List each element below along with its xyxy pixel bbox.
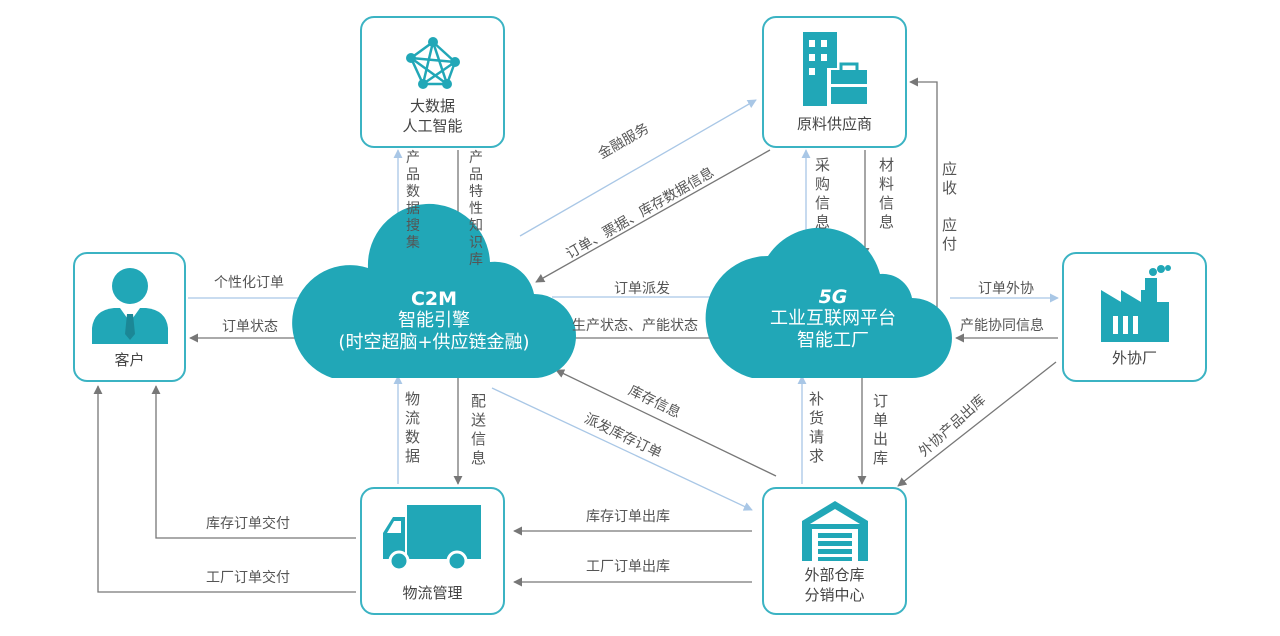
edge-inventory-info <box>555 369 777 477</box>
customer-label: 客户 <box>114 351 145 369</box>
label-payable: 应付 <box>941 216 957 253</box>
distribution-label: 分销中心 <box>804 586 865 604</box>
warehouse-icon <box>764 499 905 567</box>
label-order-outsource: 订单外协 <box>978 281 1034 297</box>
big-data-label: 大数据 <box>409 97 455 115</box>
label-factory-order-out: 工厂订单出库 <box>586 559 670 575</box>
platform-line-2: 智能工厂 <box>797 330 869 351</box>
label-receivable: 应收 <box>941 160 957 197</box>
edge-finance-service <box>519 99 757 237</box>
outsourcing-label: 外协厂 <box>1111 349 1157 367</box>
c2m-cloud <box>292 203 576 378</box>
platform-line-1: 工业互联网平台 <box>770 308 896 329</box>
platform-cloud-label: 5G 工业互联网平台 智能工厂 <box>722 286 944 352</box>
label-inventory-order-out: 库存订单出库 <box>586 509 670 525</box>
outsourcing-node[interactable]: 外协厂 <box>1062 252 1207 382</box>
truck-icon <box>362 497 503 579</box>
person-icon <box>75 264 184 348</box>
edge-dispatch-inventory-order <box>491 387 753 511</box>
edge-receivable-payable <box>909 77 938 313</box>
supplier-node[interactable]: 原料供应商 <box>762 16 907 148</box>
platform-title: 5G <box>818 286 848 308</box>
warehouse-node[interactable]: 外部仓库 分销中心 <box>762 487 907 615</box>
platform-cloud <box>705 227 952 378</box>
label-factory-order-delivery: 工厂订单交付 <box>206 570 290 586</box>
label-order-out: 订单出库 <box>872 392 888 467</box>
logistics-node[interactable]: 物流管理 <box>360 487 505 615</box>
label-product-data-search: 产品数据搜集 <box>406 150 420 251</box>
label-material-info: 材料信息 <box>878 156 894 231</box>
edge-outsource-product-out <box>897 361 1057 487</box>
label-production-status: 生产状态、产能状态 <box>572 318 698 334</box>
label-delivery-info: 配送信息 <box>470 392 486 467</box>
label-replenish-request: 补货请求 <box>808 390 824 465</box>
logistics-label: 物流管理 <box>402 584 463 602</box>
label-capacity-info: 产能协同信息 <box>960 318 1044 334</box>
supplier-label: 原料供应商 <box>796 115 872 133</box>
label-order-status: 订单状态 <box>222 319 278 335</box>
factory-icon <box>1064 264 1205 348</box>
c2m-cloud-label: C2M 智能引擎 (时空超脑+供应链金融) <box>312 288 556 354</box>
building-icon <box>764 28 905 112</box>
label-product-knowledge: 产品特性知识库 <box>469 150 483 268</box>
label-purchase-info: 采购信息 <box>814 156 830 231</box>
label-order-dispatch: 订单派发 <box>614 281 670 297</box>
customer-node[interactable]: 客户 <box>73 252 186 382</box>
label-logistics-data: 物流数据 <box>404 390 420 465</box>
edge-order-invoice <box>535 149 771 283</box>
c2m-line-2: (时空超脑+供应链金融) <box>338 332 530 353</box>
network-graph-icon <box>362 36 503 96</box>
label-inventory-order-delivery: 库存订单交付 <box>206 516 290 532</box>
edge-factory-order-delivery <box>93 385 356 593</box>
ai-label: 人工智能 <box>402 117 463 135</box>
big-data-node[interactable]: 大数据 人工智能 <box>360 16 505 148</box>
c2m-title: C2M <box>410 288 458 310</box>
c2m-line-1: 智能引擎 <box>398 310 470 331</box>
edge-inventory-order-delivery <box>151 385 356 539</box>
label-personal-order: 个性化订单 <box>214 275 284 291</box>
warehouse-label: 外部仓库 <box>804 566 865 584</box>
